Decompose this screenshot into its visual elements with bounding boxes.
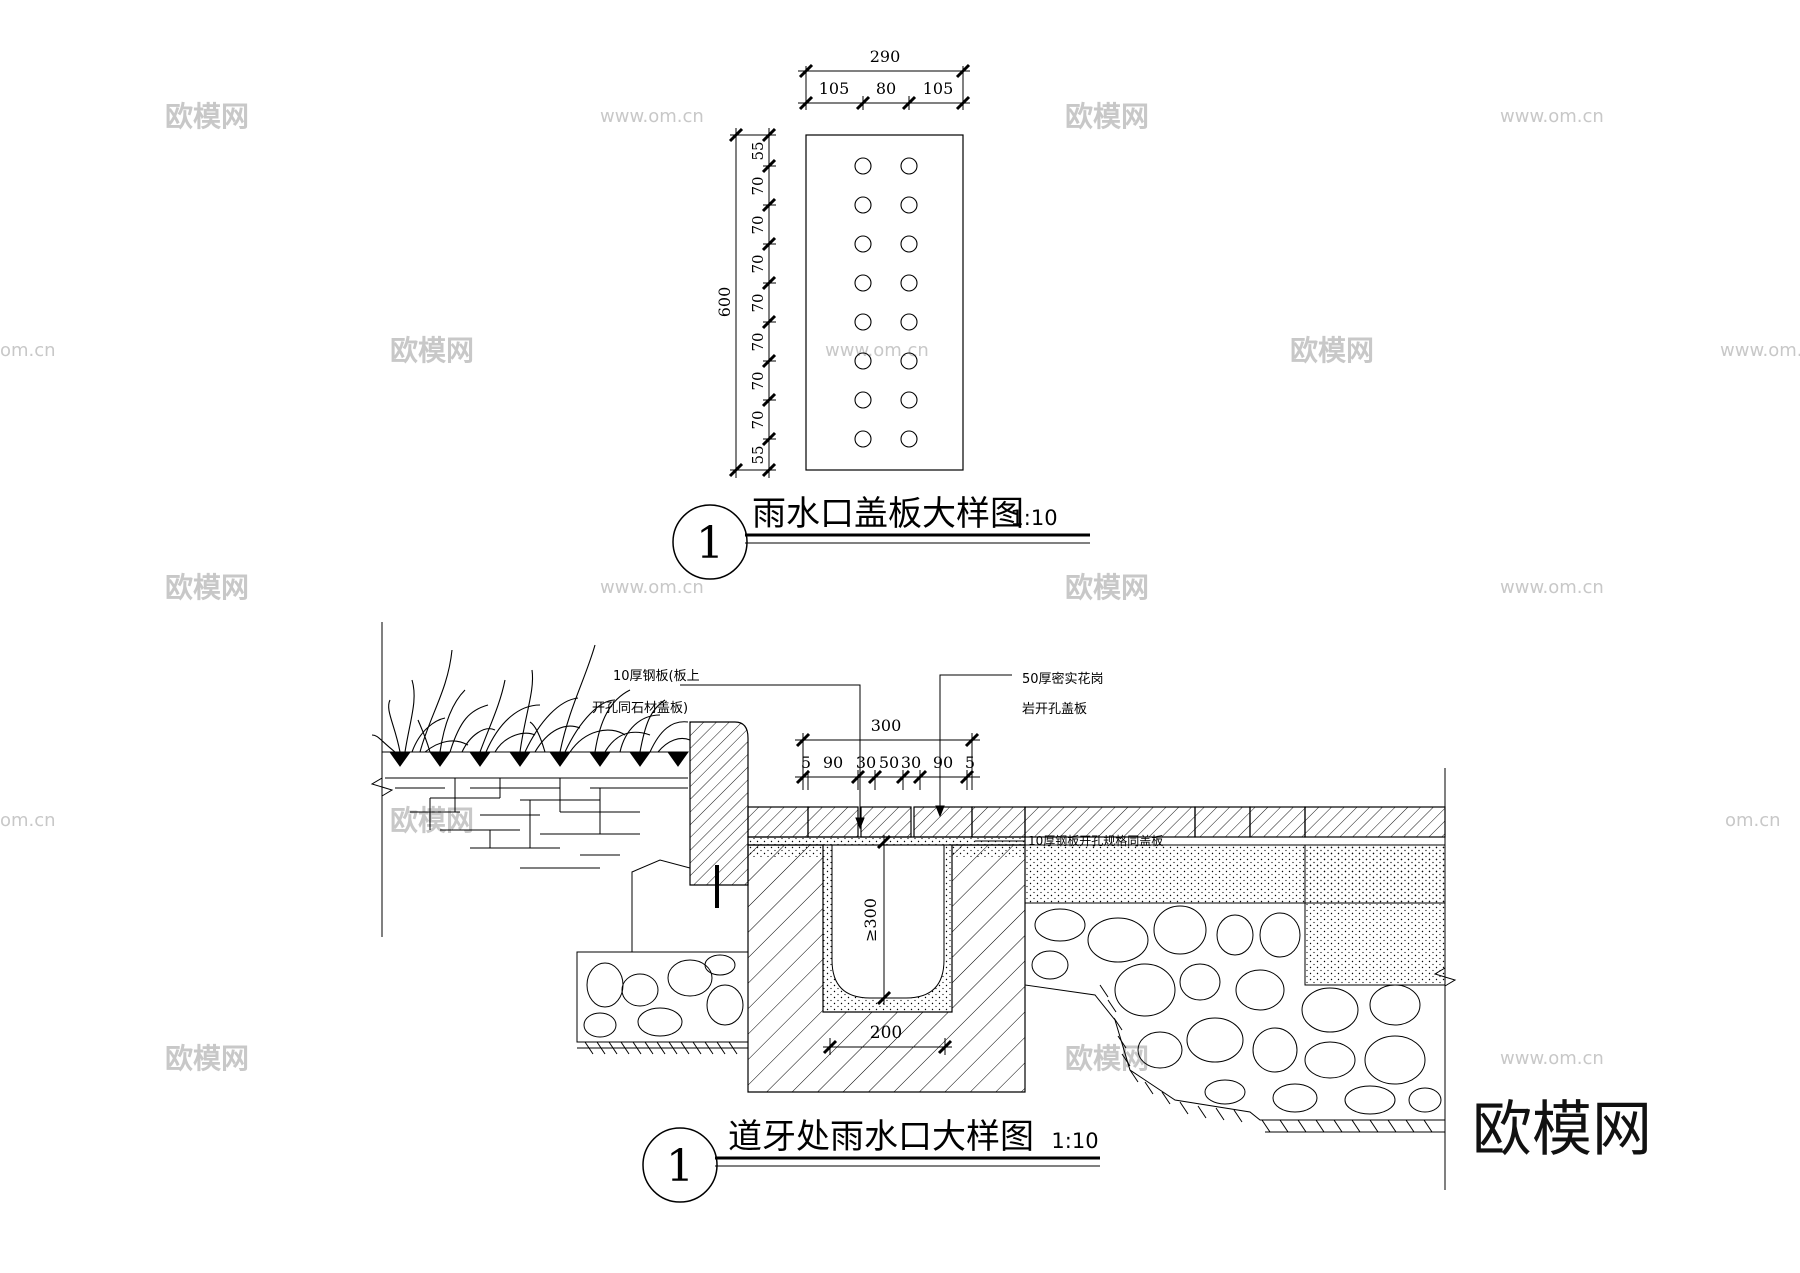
plate-hole bbox=[900, 391, 918, 409]
dim-height-part: 70 bbox=[749, 332, 767, 351]
dim-height-part: 55 bbox=[749, 445, 767, 464]
watermark-url: om.cn bbox=[0, 810, 56, 831]
plate-hole bbox=[900, 352, 918, 370]
detail-scale: 1:10 bbox=[1010, 506, 1057, 530]
left-gravel-base bbox=[576, 951, 749, 1049]
detail-number: 1 bbox=[666, 1141, 694, 1192]
note-granite-1: 50厚密实花岗 bbox=[1022, 671, 1104, 687]
plate-hole bbox=[854, 313, 872, 331]
note-steel-plate-spec: 10厚钢板开孔规格同盖板 bbox=[1028, 833, 1163, 848]
plate-hole bbox=[900, 430, 918, 448]
note-steel-plate-2: 开孔同石材盖板) bbox=[592, 701, 688, 716]
watermark-url: www.om.cn bbox=[825, 340, 929, 361]
dim-inlet-depth: ≥300 bbox=[861, 898, 880, 942]
watermark-url: om.cn bbox=[1725, 810, 1781, 831]
inlet-concrete-box bbox=[747, 844, 1026, 1093]
ground-hatch-right bbox=[1099, 984, 1445, 1133]
plate-hole bbox=[900, 157, 918, 175]
dim-height-part: 70 bbox=[749, 293, 767, 312]
watermark-cn: 欧模网 bbox=[390, 334, 474, 367]
curb-inlet-section: 10厚钢板(板上 开孔同石材盖板) bbox=[370, 622, 1457, 1203]
dim-height-part: 70 bbox=[749, 371, 767, 390]
dim-width-part: 105 bbox=[923, 79, 954, 98]
cover-plate-outline bbox=[805, 134, 964, 471]
detail-title: 道牙处雨水口大样图 bbox=[728, 1117, 1034, 1157]
watermark-cn: 欧模网 bbox=[1290, 334, 1374, 367]
dim-height-part: 70 bbox=[749, 254, 767, 273]
plate-hole bbox=[900, 235, 918, 253]
plate-hole bbox=[900, 196, 918, 214]
dim-total-height: 600 bbox=[715, 287, 734, 318]
grass-plants bbox=[371, 644, 691, 753]
watermark-cn: 欧模网 bbox=[165, 1042, 249, 1075]
cover-plate-detail: 290 105 80 105 bbox=[672, 47, 1090, 580]
note-granite-2: 岩开孔盖板 bbox=[1022, 702, 1087, 717]
watermark-url: www.om.cn bbox=[1500, 106, 1604, 127]
plate-hole bbox=[854, 196, 872, 214]
watermark-url: www.om.cn bbox=[1500, 1048, 1604, 1069]
plate-width-dimensions bbox=[798, 63, 971, 111]
inlet-width-dimensions bbox=[795, 732, 980, 790]
plate-height-dimensions bbox=[728, 127, 777, 478]
inlet-depth-dimension bbox=[876, 834, 892, 1006]
curb-stone bbox=[689, 721, 749, 908]
watermark-cn: 欧模网 bbox=[165, 571, 249, 604]
plate-hole bbox=[854, 157, 872, 175]
plate-hole bbox=[900, 274, 918, 292]
dim-inlet-part: 5 bbox=[801, 753, 811, 772]
detail-number: 1 bbox=[696, 518, 724, 569]
leader-lines bbox=[680, 674, 1025, 842]
dim-inlet-part: 30 bbox=[856, 753, 876, 772]
dim-inlet-total-width: 300 bbox=[871, 716, 902, 735]
dim-width-part: 80 bbox=[876, 79, 896, 98]
detail-scale: 1:10 bbox=[1051, 1129, 1098, 1153]
detail-title: 雨水口盖板大样图 bbox=[752, 494, 1024, 534]
watermark-cn: 欧模网 bbox=[1065, 100, 1149, 133]
plate-hole bbox=[854, 274, 872, 292]
plate-hole bbox=[854, 235, 872, 253]
dim-height-part: 70 bbox=[749, 176, 767, 195]
brand-logo-text: 欧模网 bbox=[1472, 1095, 1652, 1165]
inlet-channel bbox=[822, 844, 953, 1013]
watermark-url: www.om.cn bbox=[600, 577, 704, 598]
plate-hole bbox=[854, 391, 872, 409]
inlet-bottom-dimension bbox=[822, 1038, 953, 1055]
paving-layer bbox=[747, 806, 1446, 846]
dim-width-part: 105 bbox=[819, 79, 850, 98]
watermark-cn: 欧模网 bbox=[1065, 571, 1149, 604]
dim-inlet-part: 30 bbox=[901, 753, 921, 772]
watermark-url: om.cn bbox=[0, 340, 56, 361]
plate-holes bbox=[854, 157, 918, 448]
dim-height-part: 55 bbox=[749, 141, 767, 160]
watermark-url: www.om.cn bbox=[1500, 577, 1604, 598]
note-steel-plate-1: 10厚钢板(板上 bbox=[613, 669, 700, 684]
dim-height-part: 70 bbox=[749, 215, 767, 234]
dim-inlet-bottom-width: 200 bbox=[870, 1023, 902, 1043]
dim-total-width: 290 bbox=[870, 47, 901, 66]
detail-number-circle bbox=[672, 504, 748, 580]
watermark-url: www.om.cn bbox=[1720, 340, 1800, 361]
watermark-url: www.om.cn bbox=[600, 106, 704, 127]
dim-inlet-part: 90 bbox=[823, 753, 843, 772]
detail-number-circle bbox=[642, 1127, 718, 1203]
watermark-cn: 欧模网 bbox=[165, 100, 249, 133]
dim-inlet-part: 5 bbox=[965, 753, 975, 772]
ground-hatch bbox=[584, 1041, 738, 1055]
watermark-cn: 欧模网 bbox=[390, 804, 474, 837]
watermark-cn: 欧模网 bbox=[1065, 1042, 1149, 1075]
plate-hole bbox=[854, 352, 872, 370]
dim-inlet-part: 90 bbox=[933, 753, 953, 772]
dim-height-part: 70 bbox=[749, 410, 767, 429]
right-gravel-base bbox=[1024, 902, 1446, 1121]
plate-hole bbox=[900, 313, 918, 331]
plate-hole bbox=[854, 430, 872, 448]
dim-inlet-part: 50 bbox=[879, 753, 899, 772]
watermarks: 欧模网 www.om.cn 欧模网 www.om.cn om.cn 欧模网 ww… bbox=[0, 100, 1800, 1075]
